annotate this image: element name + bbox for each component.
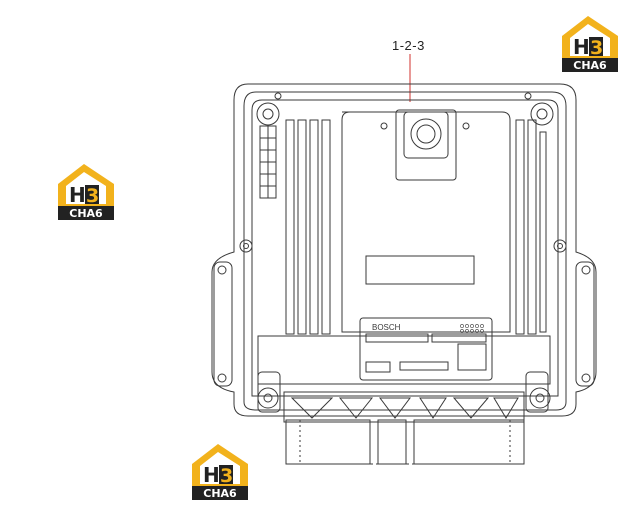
mount-hole-top-left: [256, 102, 280, 126]
part-number-callout: 1-2-3: [392, 38, 425, 53]
logo-letter: H: [69, 183, 86, 207]
logo-letter: H: [203, 463, 220, 487]
mount-hole-top-right: [530, 102, 554, 126]
ecu-housing-outline: [211, 83, 597, 417]
logo-numeral: 3: [590, 37, 603, 59]
logo-watermark-bottom: H 3 CHA6: [192, 444, 248, 500]
mount-hole-bottom-left: [257, 387, 279, 409]
connector-header: [283, 391, 525, 423]
bosch-data-plate: [359, 317, 493, 381]
logo-numeral: 3: [220, 465, 233, 487]
logo-watermark-left: H 3 CHA6: [58, 164, 114, 220]
logo-mark: H 3 CHA6: [562, 16, 618, 72]
logo-band-text: CHA6: [573, 59, 607, 72]
data-plate-brand: BOSCH: [372, 323, 401, 332]
mount-hole-bottom-right: [529, 387, 551, 409]
right-fin-rails: [515, 119, 547, 335]
sensor-port: [410, 118, 442, 150]
logo-numeral: 3: [86, 185, 99, 207]
logo-mark: H 3 CHA6: [192, 444, 248, 500]
logo-letter: H: [573, 35, 590, 59]
left-pin-array: [259, 125, 277, 199]
logo-mark: H 3 CHA6: [58, 164, 114, 220]
label-recess: [365, 255, 475, 285]
logo-watermark-top-right: H 3 CHA6: [562, 16, 618, 72]
connector-plug: [285, 419, 525, 465]
logo-band-text: CHA6: [69, 207, 103, 220]
sensor-housing: [395, 109, 457, 181]
logo-band-text: CHA6: [203, 487, 237, 500]
left-fin-rails: [285, 119, 331, 335]
